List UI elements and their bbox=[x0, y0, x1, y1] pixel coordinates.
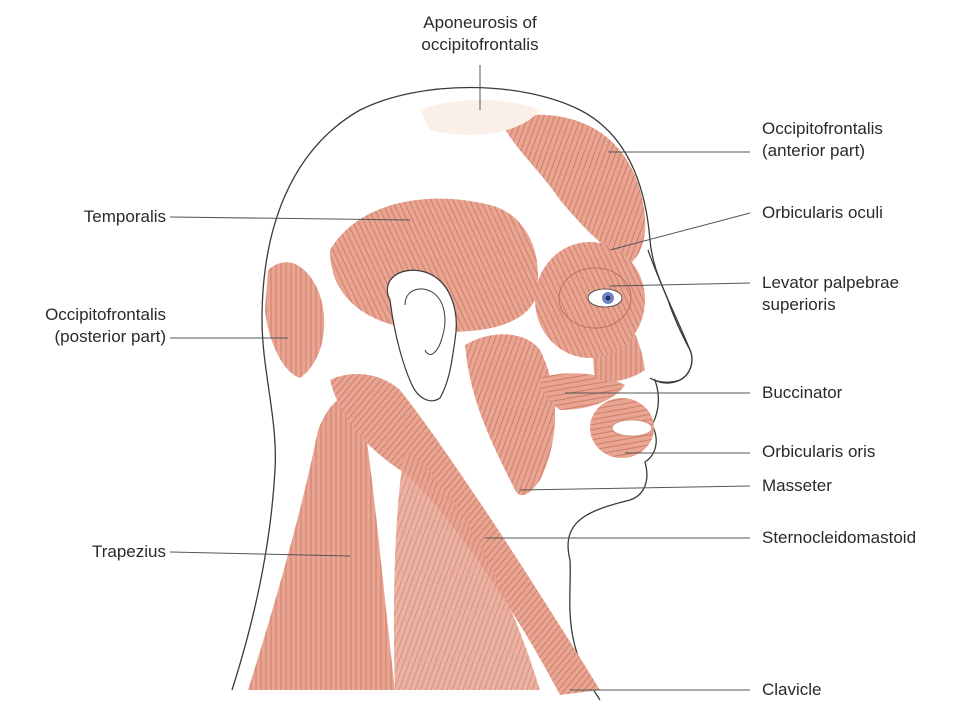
label-buccinator-text: Buccinator bbox=[762, 382, 842, 404]
label-masseter-text: Masseter bbox=[762, 475, 832, 497]
label-sternocleidomastoid: Sternocleidomastoid bbox=[762, 527, 916, 549]
label-orbicularis-oculi-text: Orbicularis oculi bbox=[762, 202, 883, 224]
label-aponeurosis-line1: Aponeurosis of bbox=[390, 12, 570, 34]
label-masseter: Masseter bbox=[762, 475, 832, 497]
ear bbox=[387, 270, 456, 401]
label-levator-line2: superioris bbox=[762, 294, 899, 316]
label-temporalis-text: Temporalis bbox=[0, 206, 166, 228]
label-occipitofrontalis-posterior-line1: Occipitofrontalis bbox=[0, 304, 166, 326]
label-occipitofrontalis-anterior-line2: (anterior part) bbox=[762, 140, 883, 162]
label-clavicle: Clavicle bbox=[762, 679, 822, 701]
label-clavicle-text: Clavicle bbox=[762, 679, 822, 701]
label-trapezius: Trapezius bbox=[0, 541, 166, 563]
label-occipitofrontalis-posterior: Occipitofrontalis (posterior part) bbox=[0, 304, 166, 348]
label-orbicularis-oris-text: Orbicularis oris bbox=[762, 441, 875, 463]
label-aponeurosis-line2: occipitofrontalis bbox=[390, 34, 570, 56]
label-trapezius-text: Trapezius bbox=[0, 541, 166, 563]
label-orbicularis-oris: Orbicularis oris bbox=[762, 441, 875, 463]
leader-masseter bbox=[520, 486, 750, 490]
label-levator-line1: Levator palpebrae bbox=[762, 272, 899, 294]
label-orbicularis-oculi: Orbicularis oculi bbox=[762, 202, 883, 224]
label-occipitofrontalis-posterior-line2: (posterior part) bbox=[0, 326, 166, 348]
mouth-opening bbox=[612, 420, 652, 436]
occipitofrontalis-posterior-muscle bbox=[265, 262, 324, 378]
pupil bbox=[606, 296, 611, 301]
label-occipitofrontalis-anterior-line1: Occipitofrontalis bbox=[762, 118, 883, 140]
label-buccinator: Buccinator bbox=[762, 382, 842, 404]
label-levator: Levator palpebrae superioris bbox=[762, 272, 899, 316]
label-sternocleidomastoid-text: Sternocleidomastoid bbox=[762, 527, 916, 549]
label-aponeurosis: Aponeurosis of occipitofrontalis bbox=[390, 12, 570, 56]
masseter-muscle bbox=[465, 334, 555, 495]
label-occipitofrontalis-anterior: Occipitofrontalis (anterior part) bbox=[762, 118, 883, 162]
nose-lips-outline bbox=[648, 250, 692, 382]
label-temporalis: Temporalis bbox=[0, 206, 166, 228]
